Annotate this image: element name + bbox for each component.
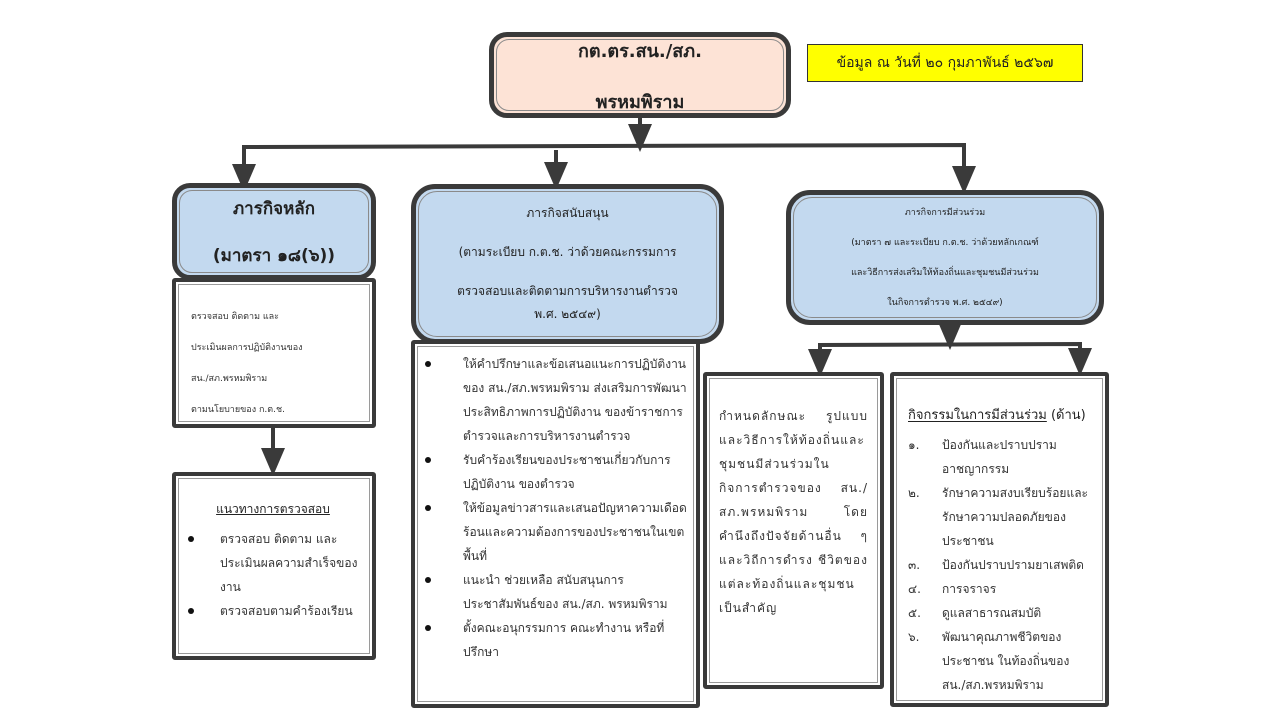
list-item-text: ป้องกันและปราบปรามอาชญากรรม <box>942 438 1057 476</box>
activities-title-suffix: (ด้าน) <box>1050 408 1086 423</box>
activities-title: กิจกรรมในการมีส่วนร่วม (ด้าน) <box>908 404 1095 425</box>
main-mission-box: ภารกิจหลัก (มาตรา ๑๘(๖)) <box>172 183 376 280</box>
inspection-title: แนวทางการตรวจสอบ <box>216 502 330 516</box>
list-item: ๕. ดูแลสาธารณสมบัติ <box>908 601 1095 625</box>
list-item-text: รักษาความสงบเรียบร้อยและรักษาความปลอดภัย… <box>942 486 1088 548</box>
participation-mission-line: ในกิจการตำรวจ พ.ศ. ๒๕๔๙) <box>887 297 1003 308</box>
participation-mission-title: ภารกิจการมีส่วนร่วม <box>904 207 986 218</box>
desc-line: ตามนโยบายของ ก.ต.ช. <box>191 405 285 415</box>
bullet-icon <box>425 361 431 367</box>
list-item-text: การจราจร <box>942 582 997 596</box>
bullet-icon <box>188 608 194 614</box>
participation-description-text: กำหนดลักษณะ รูปแบบและวิธีการให้ท้องถิ่นแ… <box>719 409 868 615</box>
bullet-icon <box>188 536 194 542</box>
bullet-icon <box>425 577 431 583</box>
item-number: ๕. <box>908 606 921 620</box>
item-number: ๓. <box>908 558 921 572</box>
list-item-text: ดูแลสาธารณสมบัติ <box>942 606 1042 620</box>
list-item: รับคำร้องเรียนของประชาชนเกี่ยวกับการปฏิบ… <box>423 448 688 496</box>
item-number: ๔. <box>908 582 921 596</box>
list-item: แนะนำ ช่วยเหลือ สนับสนุนการประชาสัมพันธ์… <box>423 568 688 616</box>
item-number: ๑. <box>908 438 920 452</box>
org-name-line1: กต.ตร.สน./สภ. <box>577 41 702 62</box>
participation-description-box: กำหนดลักษณะ รูปแบบและวิธีการให้ท้องถิ่นแ… <box>703 372 884 689</box>
list-item: ๒. รักษาความสงบเรียบร้อยและรักษาความปลอดภ… <box>908 481 1095 553</box>
support-mission-description: ให้คำปรึกษาและข้อเสนอแนะการปฏิบัติงาน ขอ… <box>411 340 700 708</box>
support-mission-line4: พ.ศ. ๒๕๔๙) <box>534 307 601 321</box>
date-badge: ข้อมูล ณ วันที่ ๒๐ กุมภาพันธ์ ๒๕๖๗ <box>807 44 1083 82</box>
list-item: ๔. การจราจร <box>908 577 1095 601</box>
support-mission-box: ภารกิจสนับสนุน (ตามระเบียบ ก.ต.ช. ว่าด้ว… <box>411 184 724 344</box>
list-item-text: ตั้งคณะอนุกรรมการ คณะทำงาน หรือที่ปรึกษา <box>463 621 665 659</box>
list-item: ตั้งคณะอนุกรรมการ คณะทำงาน หรือที่ปรึกษา <box>423 616 688 664</box>
connector-partic-bus <box>818 341 1092 376</box>
list-item-text: ตรวจสอบ ติดตาม และประเมินผลความสำเร็จของ… <box>220 532 358 594</box>
desc-line: ประเมินผลการปฏิบัติงานของ <box>191 343 303 353</box>
main-mission-subtitle: (มาตรา ๑๘(๖)) <box>212 245 336 266</box>
bullet-icon <box>425 505 431 511</box>
list-item: ให้ข้อมูลข่าวสารและเสนอปัญหาความเดือดร้อ… <box>423 496 688 568</box>
list-item-text: ตรวจสอบตามคำร้องเรียน <box>220 604 353 618</box>
main-mission-description: ตรวจสอบ ติดตาม และ ประเมินผลการปฏิบัติงา… <box>172 278 376 428</box>
item-number: ๖. <box>908 630 920 644</box>
list-item: ตรวจสอบ ติดตาม และประเมินผลความสำเร็จของ… <box>186 527 360 599</box>
participation-mission-line: และวิธีการส่งเสริมให้ท้องถิ่นและชุมชนมีส… <box>851 267 1039 278</box>
main-mission-title: ภารกิจหลัก <box>232 198 316 219</box>
participation-mission-line: (มาตรา ๗ และระเบียบ ก.ต.ช. ว่าด้วยหลักเก… <box>851 237 1039 248</box>
desc-line: สน./สภ.พรหมพิราม <box>191 374 268 384</box>
activities-title-text: กิจกรรมในการมีส่วนร่วม <box>908 408 1047 423</box>
item-number: ๒. <box>908 486 920 500</box>
inspection-guidelines-box: แนวทางการตรวจสอบ ตรวจสอบ ติดตาม และประเม… <box>172 472 376 660</box>
support-mission-line2: (ตามระเบียบ ก.ต.ช. ว่าด้วยคณะกรรมการ <box>458 245 677 259</box>
org-name-line2: พรหมพิราม <box>595 92 685 113</box>
desc-line: ตรวจสอบ ติดตาม และ <box>191 312 280 322</box>
support-mission-line3: ตรวจสอบและติดตามการบริหารงานตำรวจ <box>457 284 678 298</box>
list-item-text: รับคำร้องเรียนของประชาชนเกี่ยวกับการปฏิบ… <box>463 453 671 491</box>
list-item: ๖. พัฒนาคุณภาพชีวิตของประชาชน ในท้องถิ่นข… <box>908 625 1095 697</box>
bullet-icon <box>425 625 431 631</box>
list-item-text: ให้คำปรึกษาและข้อเสนอแนะการปฏิบัติงาน ขอ… <box>463 357 687 443</box>
list-item: ให้คำปรึกษาและข้อเสนอแนะการปฏิบัติงาน ขอ… <box>423 352 688 448</box>
participation-activities-box: กิจกรรมในการมีส่วนร่วม (ด้าน) ๑. ป้องกันแ… <box>890 372 1109 707</box>
bullet-icon <box>425 457 431 463</box>
org-top-box: กต.ตร.สน./สภ. พรหมพิราม <box>489 32 791 118</box>
participation-mission-box: ภารกิจการมีส่วนร่วม (มาตรา ๗ และระเบียบ … <box>786 190 1104 325</box>
connector-horizontal-bus <box>242 142 976 194</box>
support-mission-title: ภารกิจสนับสนุน <box>526 206 609 220</box>
list-item-text: ป้องกันปราบปรามยาเสพติด <box>942 558 1084 572</box>
list-item-text: พัฒนาคุณภาพชีวิตของประชาชน ในท้องถิ่นของ… <box>942 630 1070 692</box>
list-item-text: ให้ข้อมูลข่าวสารและเสนอปัญหาความเดือดร้อ… <box>463 501 687 563</box>
list-item: ตรวจสอบตามคำร้องเรียน <box>186 599 360 623</box>
list-item-text: แนะนำ ช่วยเหลือ สนับสนุนการประชาสัมพันธ์… <box>463 573 668 611</box>
list-item: ๓. ป้องกันปราบปรามยาเสพติด <box>908 553 1095 577</box>
list-item: ๑. ป้องกันและปราบปรามอาชญากรรม <box>908 433 1095 481</box>
